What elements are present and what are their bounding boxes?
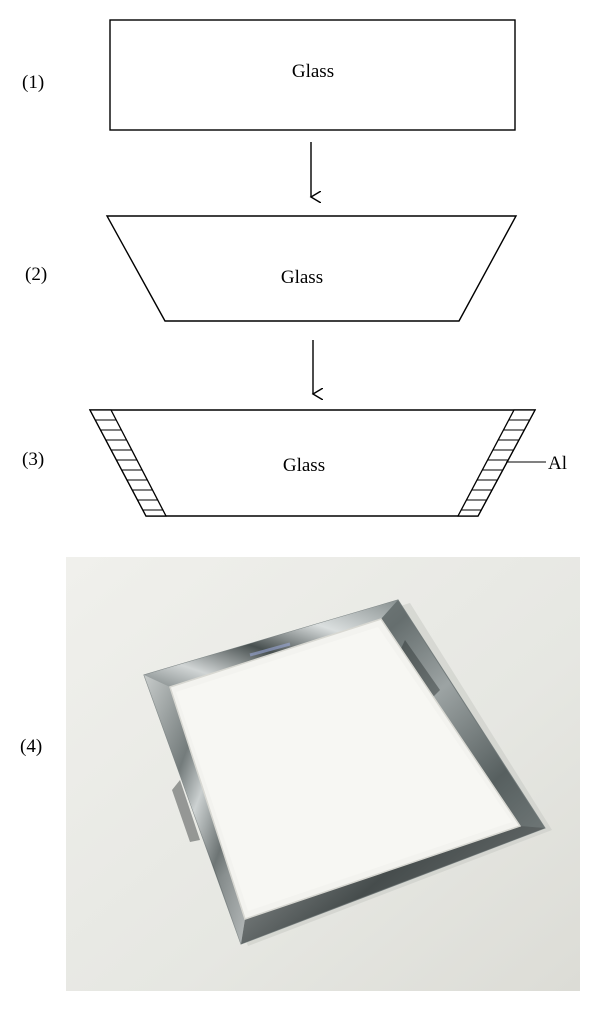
step-2-label: (2)	[25, 264, 47, 285]
step-4-label: (4)	[20, 736, 42, 757]
left-al-coating	[88, 409, 168, 517]
step-2-glass-label: Glass	[281, 267, 323, 288]
glass-trapezoid	[105, 215, 518, 322]
step-1-label: (1)	[22, 72, 44, 93]
sample-photograph	[66, 557, 580, 991]
al-coating-label: Al	[548, 453, 567, 474]
step-3-label: (3)	[22, 449, 44, 470]
step-3-glass-label: Glass	[283, 455, 325, 476]
glass-rectangle	[109, 19, 516, 131]
step-1-glass-label: Glass	[292, 61, 334, 82]
right-al-coating	[456, 409, 537, 517]
